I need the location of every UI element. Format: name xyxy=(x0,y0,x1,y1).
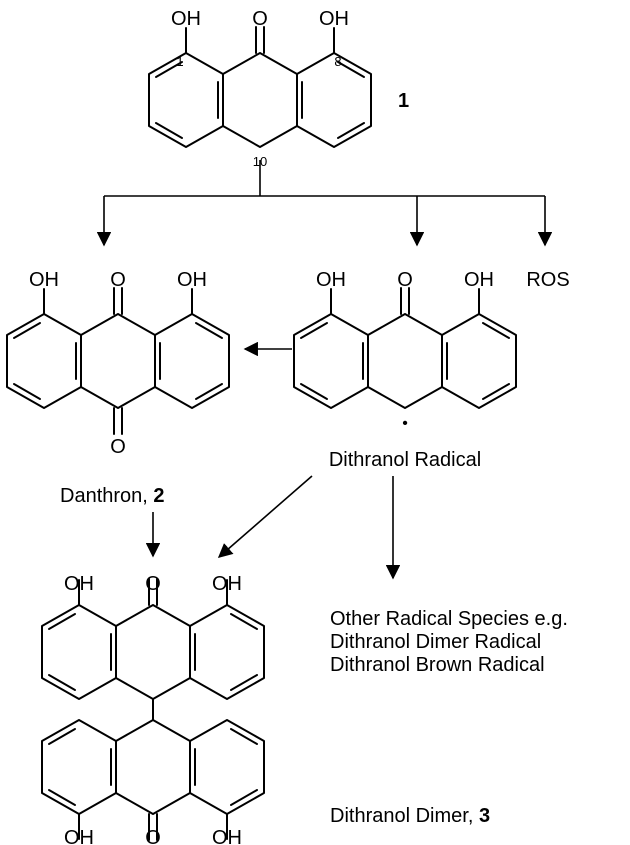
branch-arrows xyxy=(96,160,553,247)
other-species-line-2: Dithranol Dimer Radical xyxy=(330,631,541,653)
locant-1: 1 xyxy=(176,54,183,69)
dimer-upper-unit xyxy=(41,578,265,700)
dimer-upper-oh-8: OH xyxy=(212,573,242,595)
dimer-lower-unit xyxy=(41,719,265,841)
danthron-oh-1: OH xyxy=(29,269,59,291)
dimer-label: Dithranol Dimer, 3 xyxy=(330,805,490,827)
arrow-radical-to-dimer xyxy=(217,475,313,558)
locant-8: 8 xyxy=(334,54,341,69)
compound-1-number: 1 xyxy=(398,90,409,112)
other-species-line-1: Other Radical Species e.g. xyxy=(330,608,568,630)
radical-structure xyxy=(293,287,517,409)
radical-label: Dithranol Radical xyxy=(329,449,481,471)
danthron-oh-8: OH xyxy=(177,269,207,291)
radical-dot: • xyxy=(402,415,408,432)
danthron-o-9: O xyxy=(110,269,126,291)
radical-oh-8: OH xyxy=(464,269,494,291)
danthron-o-10: O xyxy=(110,436,126,458)
compound-1-structure xyxy=(148,26,372,148)
dimer-lower-o: O xyxy=(145,827,161,845)
reaction-arrows xyxy=(145,341,401,580)
radical-oh-1: OH xyxy=(316,269,346,291)
dimer-upper-o: O xyxy=(145,573,161,595)
danthron-structure xyxy=(6,287,230,435)
radical-o-9: O xyxy=(397,269,413,291)
c1-oh-8: OH xyxy=(319,8,349,30)
other-species-line-3: Dithranol Brown Radical xyxy=(330,654,545,676)
danthron-label: Danthron, 2 xyxy=(60,485,165,507)
dimer-lower-oh-8: OH xyxy=(212,827,242,845)
c1-carbonyl-o: O xyxy=(252,8,268,30)
ros-label: ROS xyxy=(526,269,569,291)
dimer-upper-oh-1: OH xyxy=(64,573,94,595)
c1-oh-1: OH xyxy=(171,8,201,30)
dimer-lower-oh-1: OH xyxy=(64,827,94,845)
